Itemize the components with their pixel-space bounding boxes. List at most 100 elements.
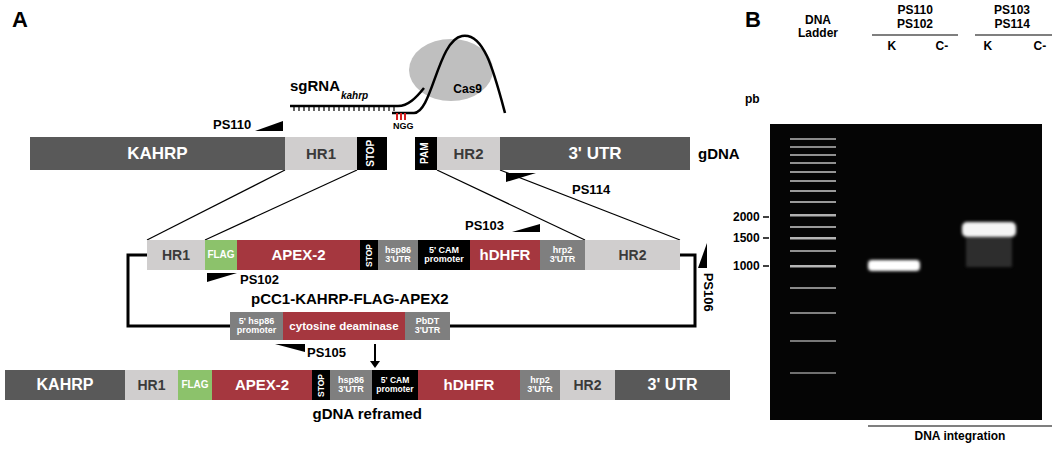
pam-mark	[404, 113, 406, 120]
sequence-block: 3' UTR	[615, 370, 730, 400]
sequence-block: STOP	[312, 370, 330, 400]
block-label: hDHFR	[480, 247, 531, 263]
ladder-band	[790, 250, 836, 252]
sequence-block: HR2	[437, 137, 500, 170]
sequence-block: HR1	[147, 240, 205, 270]
sequence-block: APEX-2	[212, 370, 312, 400]
ladder-band	[790, 171, 836, 173]
block-label: hrp2 3'UTR	[542, 246, 583, 265]
lane-label: DNA Ladder	[789, 14, 847, 40]
panel-letter: B	[745, 8, 761, 32]
sequence-block: hrp2 3'UTR	[520, 370, 560, 400]
size-tick	[763, 237, 769, 239]
group-bracket	[868, 425, 1052, 426]
homology-line	[205, 170, 357, 240]
ladder-band	[790, 190, 836, 192]
sequence-block: KAHRP	[30, 137, 285, 170]
sequence-block: HR1	[285, 137, 357, 170]
primer-label: PS114	[572, 183, 610, 197]
lane-label: K	[984, 40, 993, 53]
block-label: STOP	[365, 243, 374, 266]
sequence-block: HR1	[125, 370, 178, 400]
primer-arrow	[275, 344, 305, 352]
size-marker: 2000	[733, 211, 760, 224]
primer-label: PS103	[465, 219, 504, 233]
primer-label: PS106	[700, 273, 714, 312]
ladder-band	[790, 162, 836, 164]
sequence-block: HR2	[585, 240, 680, 270]
ladder-band	[790, 138, 836, 140]
size-tick	[763, 216, 769, 218]
block-label: 5' hsp86 promoter	[232, 317, 281, 336]
sequence-block: hDHFR	[418, 370, 520, 400]
sequence-block: FLAG	[178, 370, 212, 400]
ladder-band	[790, 214, 836, 217]
arrow-head	[370, 361, 380, 368]
sequence-block: 3' UTR	[500, 137, 690, 170]
lane-label: K	[888, 40, 897, 53]
sequence-block: KAHRP	[5, 370, 125, 400]
block-label: FLAG	[181, 380, 208, 391]
ladder-bands	[790, 138, 836, 374]
cas9-protein: Cas9	[408, 38, 494, 102]
ladder-band	[790, 340, 836, 342]
block-label: hsp86 3'UTR	[380, 246, 416, 265]
ladder-band	[790, 180, 836, 182]
block-label: hDHFR	[444, 377, 495, 393]
block-label: hrp2 3'UTR	[522, 376, 558, 395]
size-marker: 1000	[733, 260, 760, 273]
block-label: cytosine deaminase	[289, 320, 398, 332]
block-label: PAM	[421, 143, 432, 164]
locus-label: gDNA reframed	[313, 406, 422, 423]
lane-bracket	[872, 34, 958, 35]
size-marker: 1500	[733, 232, 760, 245]
block-label: STOP	[317, 373, 326, 396]
primer-arrow	[512, 224, 540, 232]
block-label: KAHRP	[37, 377, 94, 394]
lane-label: C-	[936, 40, 949, 53]
block-label: HR2	[453, 146, 483, 162]
sequence-block: PAM	[415, 137, 437, 170]
sequence-block: PbDT 3'UTR	[405, 312, 450, 340]
primer-arrow	[698, 243, 707, 268]
panel-letter: A	[12, 8, 28, 32]
process-arrow	[374, 344, 376, 362]
lane-bracket	[975, 34, 1052, 35]
group-label: DNA integration	[915, 430, 1006, 443]
block-label: HR2	[618, 248, 646, 263]
sequence-block: 5' hsp86 promoter	[230, 312, 283, 340]
ladder-band	[790, 372, 836, 374]
gel-band	[868, 260, 920, 271]
block-label: APEX-2	[271, 247, 325, 263]
ladder-band	[790, 312, 836, 314]
primer-label: PS105	[307, 346, 346, 360]
block-label: PbDT 3'UTR	[407, 317, 448, 336]
pam-mark	[396, 113, 398, 120]
primer-label: PS102	[897, 18, 933, 31]
guide-rna-subscript: kahrp	[341, 90, 368, 101]
sequence-block: STOP	[357, 137, 387, 170]
homology-line	[437, 170, 585, 240]
primer-label: PS110	[213, 118, 251, 132]
sequence-block: hsp86 3'UTR	[378, 240, 418, 270]
sequence-block: hDHFR	[470, 240, 540, 270]
sequence-block: hrp2 3'UTR	[540, 240, 585, 270]
block-label: KAHRP	[127, 145, 187, 163]
block-label: HR2	[573, 378, 601, 393]
locus-label: gDNA	[698, 146, 740, 163]
block-label: Cas9	[453, 83, 482, 96]
homology-line	[147, 170, 285, 240]
sequence-block: 5' CAM promoter	[418, 240, 470, 270]
lane-label: C-	[1034, 40, 1047, 53]
sequence-block: cytosine deaminase	[283, 312, 405, 340]
gel-band	[962, 222, 1016, 237]
ladder-band	[790, 226, 836, 228]
block-label: 3' UTR	[568, 145, 621, 163]
primer-label: PS103	[994, 4, 1030, 17]
block-label: hsp86 3'UTR	[332, 376, 370, 395]
sequence-block: FLAG	[205, 240, 237, 270]
size-tick	[763, 265, 769, 267]
block-label: APEX-2	[235, 377, 289, 393]
ladder-band	[790, 201, 836, 203]
block-label: STOP	[367, 140, 378, 167]
